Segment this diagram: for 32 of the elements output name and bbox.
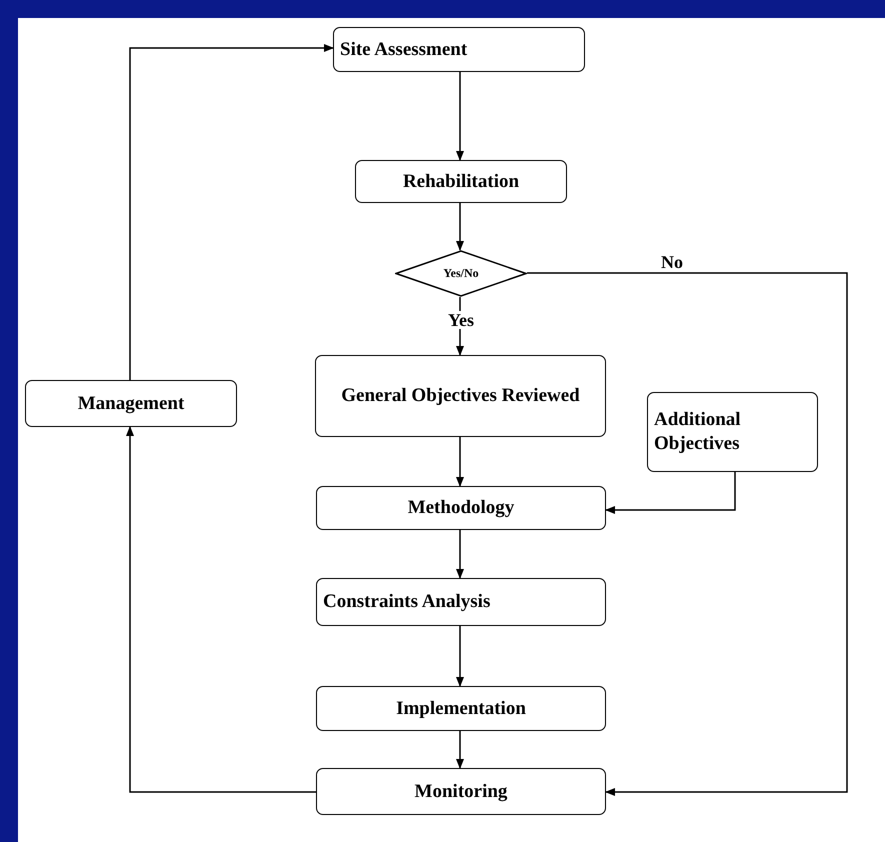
node-label: General Objectives Reviewed [341,384,580,408]
process-box [316,768,606,815]
node-label: Rehabilitation [402,170,520,194]
decision-diamond [395,250,527,297]
process-box [333,27,585,72]
process-box [25,380,237,427]
arrow [126,426,316,793]
arrow [456,437,464,487]
arrow [605,472,736,514]
node-label: Implementation [396,696,526,720]
node-label: Yes/No [443,266,479,281]
node-label: Monitoring [414,780,508,804]
arrow [456,731,464,769]
arrow [456,530,464,579]
process-box [355,160,567,203]
process-box [316,578,606,626]
node-label: Site Assessment [340,38,468,62]
edge-label: Yes [446,311,476,329]
node-label: Constraints Analysis [323,590,490,614]
node-label: Management [78,392,184,416]
process-box [316,486,606,530]
arrow [456,72,464,161]
node-label: Additional Objectives [654,408,742,456]
process-box [647,392,818,472]
arrow [456,626,464,687]
arrow [527,272,848,796]
arrow [129,44,334,380]
edge-label: No [659,253,685,271]
arrow [456,203,464,251]
process-box [316,686,606,731]
process-box [315,355,606,437]
node-label: Methodology [408,496,514,520]
